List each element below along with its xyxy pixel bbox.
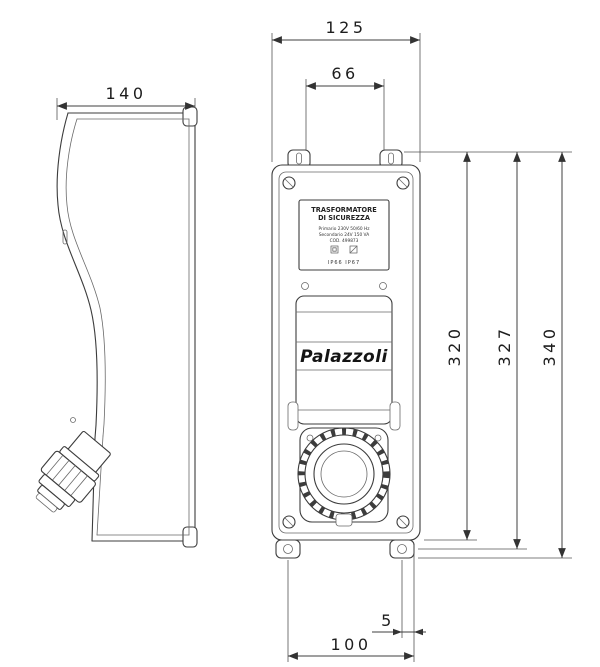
dimension-overall-height: 340 <box>418 152 572 559</box>
dim-label-327: 327 <box>495 325 514 366</box>
dimension-foot-offset: 5 <box>287 545 426 662</box>
dim-label-125: 125 <box>325 18 366 37</box>
rating-plate-frame <box>298 199 390 271</box>
plate-title-line2: DI SICUREZZA <box>318 214 371 222</box>
panel-screw-icon <box>379 282 387 290</box>
front-top-slot-right <box>388 152 394 165</box>
dim-label-140: 140 <box>105 84 146 103</box>
dimension-fixing-height: 327 <box>418 152 527 550</box>
rating-plate: TRASFORMATORE DI SICUREZZA Primario 230V… <box>298 199 390 271</box>
dim-label-100: 100 <box>330 635 371 654</box>
cert-mark-icon <box>330 245 339 254</box>
dimension-side-depth: 140 <box>56 84 196 120</box>
screw-icon <box>282 515 296 529</box>
front-bottom-hole-left <box>283 544 293 554</box>
plate-spec-line1: Primario 230V 50/60 Hz <box>319 226 371 232</box>
screw-icon <box>396 515 410 529</box>
front-view: TRASFORMATORE DI SICUREZZA Primario 230V… <box>271 149 421 559</box>
socket-cap-pivot <box>335 513 353 527</box>
terminal-cover-frame <box>295 295 393 425</box>
enclosure-inner-edge <box>278 171 414 534</box>
screw-icon <box>282 176 296 190</box>
cert-mark-icon <box>349 245 358 254</box>
plate-ip-rating: IP66 IP67 <box>328 260 360 266</box>
dim-label-320: 320 <box>445 325 464 366</box>
front-bottom-tab-right <box>389 539 415 559</box>
socket-assembly <box>297 427 391 527</box>
side-bottom-tab <box>182 526 198 548</box>
side-socket-ring-ribs <box>45 454 88 497</box>
brand-logo: Palazzoli <box>300 347 388 367</box>
side-socket <box>35 430 111 513</box>
dimension-top-slot-spacing: 66 <box>305 64 385 150</box>
front-bottom-hole-right <box>397 544 407 554</box>
screw-icon <box>396 176 410 190</box>
dimension-overall-width: 125 <box>271 18 421 162</box>
socket-cavity <box>320 450 368 498</box>
dimension-bottom-slot-spacing: 100 <box>288 635 414 660</box>
plate-title-line1: TRASFORMATORE <box>311 206 377 214</box>
panel-screw-icon <box>301 282 309 290</box>
plate-spec-line3: COD. 499873 <box>330 238 359 244</box>
side-hinge-pin <box>70 417 76 423</box>
dim-label-66: 66 <box>331 64 358 83</box>
side-lid-slot <box>62 229 68 245</box>
socket-plate-screw-icon <box>306 434 314 442</box>
dimensions: 140 125 66 320 327 <box>56 18 572 662</box>
socket-plate-screw-icon <box>374 434 382 442</box>
arrowhead <box>393 628 402 636</box>
hinge-lug-left <box>287 401 299 431</box>
corner-screws <box>282 176 410 529</box>
side-view <box>35 106 198 548</box>
cert-mark-inner-icon <box>332 247 337 252</box>
front-bottom-tab-left <box>275 539 301 559</box>
front-top-slot-left <box>296 152 302 165</box>
side-socket-lip <box>35 493 58 513</box>
arrowhead <box>414 628 423 636</box>
side-top-tab <box>182 106 198 127</box>
plate-spec-line2: Secondario 24V 150 VA <box>319 232 369 238</box>
dim-label-5: 5 <box>381 611 395 630</box>
side-lid-inner-curve <box>65 118 106 437</box>
hinge-lug-right <box>389 401 401 431</box>
terminal-cover: Palazzoli <box>295 295 393 425</box>
dimension-body-height: 320 <box>424 152 477 541</box>
side-lid-outer-curve <box>56 112 98 439</box>
dim-label-340: 340 <box>540 325 559 366</box>
